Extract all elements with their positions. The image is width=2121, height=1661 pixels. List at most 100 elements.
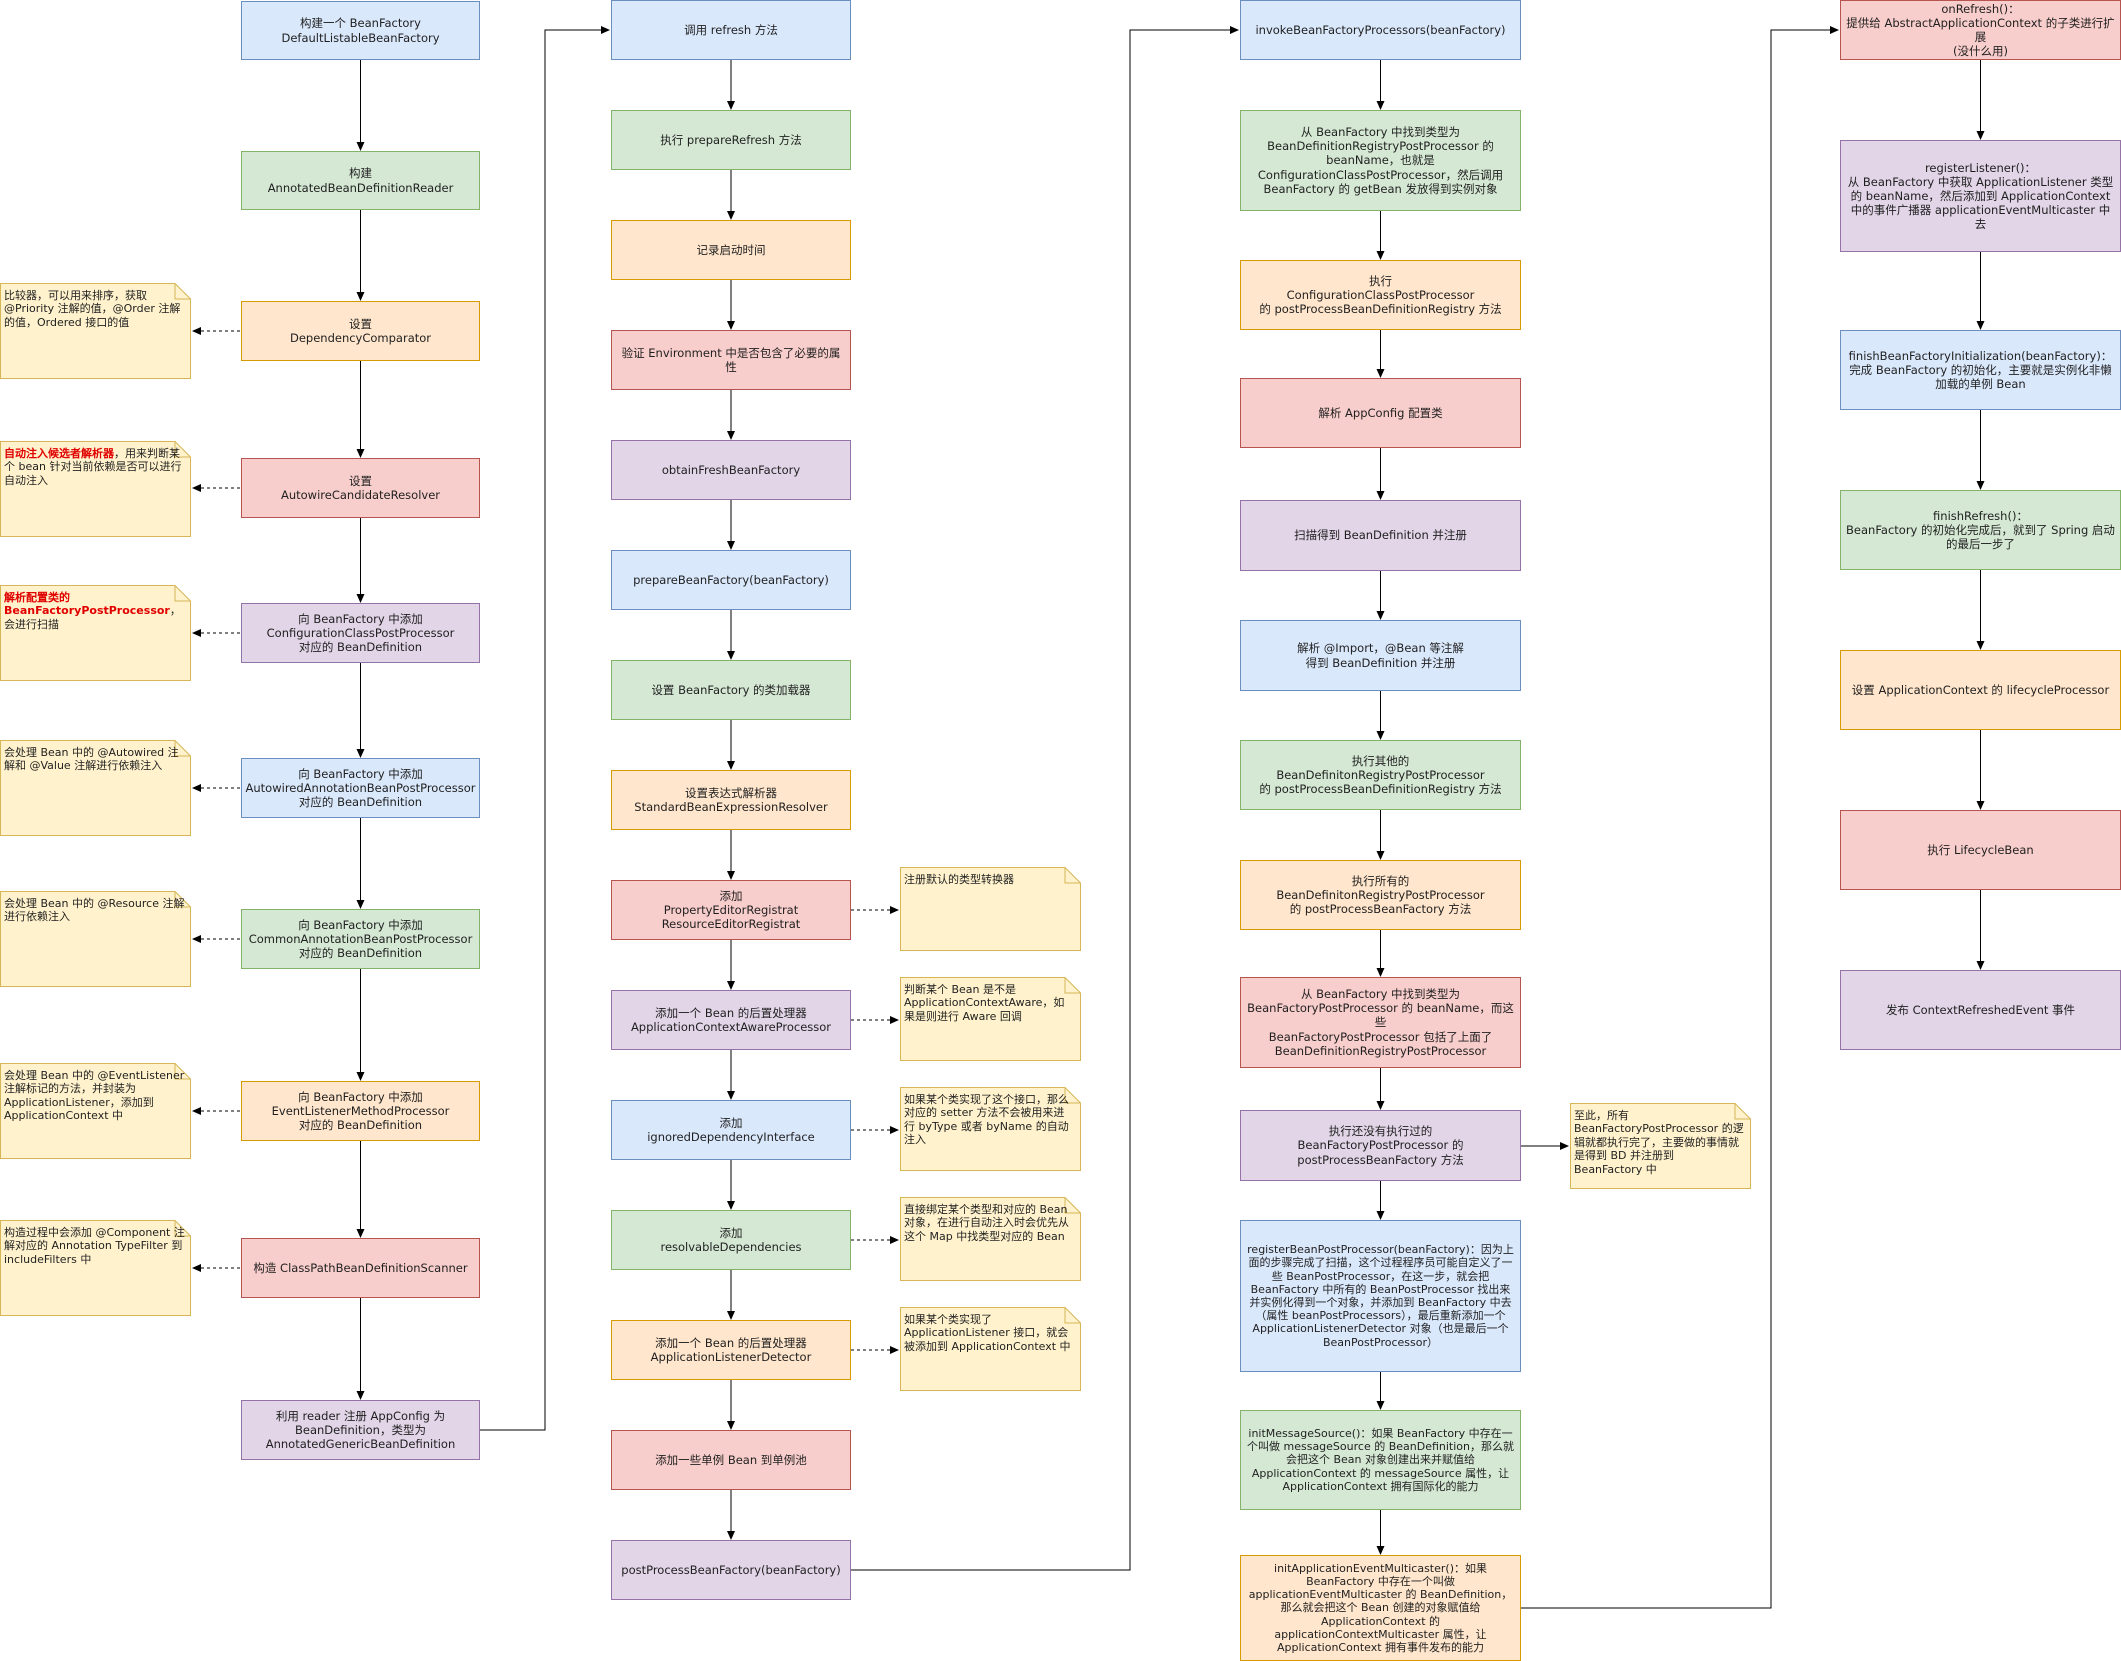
step4-2: registerListener()： 从 BeanFactory 中获取 Ap… <box>1840 140 2121 252</box>
note1-7-text: 构造过程中会添加 @Component 注解对应的 Annotation Typ… <box>4 1226 185 1266</box>
note2-2-shape <box>900 977 1081 1061</box>
step3-5-label: 扫描得到 BeanDefinition 并注册 <box>1294 528 1467 543</box>
note2-3-text: 如果某个类实现了这个接口，那么对应的 setter 方法不会被用来进行 byTy… <box>904 1093 1069 1147</box>
step2-11-label: 添加 ignoredDependencyInterface <box>647 1115 815 1144</box>
step3-9-label: 从 BeanFactory 中找到类型为 BeanFactoryPostProc… <box>1247 987 1514 1058</box>
step2-8: 设置表达式解析器 StandardBeanExpressionResolver <box>611 770 851 830</box>
step2-15-label: postProcessBeanFactory(beanFactory) <box>621 1562 841 1577</box>
step2-10: 添加一个 Bean 的后置处理器 ApplicationContextAware… <box>611 990 851 1050</box>
step2-11: 添加 ignoredDependencyInterface <box>611 1100 851 1160</box>
step3-5: 扫描得到 BeanDefinition 并注册 <box>1240 500 1521 571</box>
step4-7: 发布 ContextRefreshedEvent 事件 <box>1840 970 2121 1050</box>
note2-5-shape <box>900 1307 1081 1391</box>
step2-9-label: 添加 PropertyEditorRegistrat ResourceEdito… <box>661 888 801 931</box>
step2-1-label: 调用 refresh 方法 <box>684 22 778 37</box>
note1-7: 构造过程中会添加 @Component 注解对应的 Annotation Typ… <box>0 1220 189 1316</box>
step4-5-label: 设置 ApplicationContext 的 lifecycleProcess… <box>1851 682 2110 697</box>
note1-6-text: 会处理 Bean 中的 @EventListener 注解标记的方法，并封装为 … <box>4 1069 185 1123</box>
step2-13: 添加一个 Bean 的后置处理器 ApplicationListenerDete… <box>611 1320 851 1380</box>
note1-2-text: ，用来判断某个 bean 针对当前依赖是否可以进行自动注入 <box>4 447 182 487</box>
step2-5-label: obtainFreshBeanFactory <box>661 462 801 477</box>
connector-col1-to-col2 <box>480 26 610 1431</box>
step2-6: prepareBeanFactory(beanFactory) <box>611 550 851 610</box>
step3-8-label: 执行所有的 BeanDefinitonRegistryPostProcessor… <box>1276 873 1485 916</box>
connector-col2-to-col3 <box>851 26 1239 1571</box>
step3-10: 执行还没有执行过的 BeanFactoryPostProcessor 的 pos… <box>1240 1110 1521 1181</box>
step4-3-label: finishBeanFactoryInitialization(beanFact… <box>1848 348 2113 391</box>
step1-10-label: 利用 reader 注册 AppConfig 为 BeanDefinition，… <box>265 1408 456 1451</box>
step2-2: 执行 prepareRefresh 方法 <box>611 110 851 170</box>
step1-8-label: 向 BeanFactory 中添加 EventListenerMethodPro… <box>271 1089 450 1132</box>
step3-11: registerBeanPostProcessor(beanFactory)：因… <box>1240 1220 1521 1372</box>
step1-8: 向 BeanFactory 中添加 EventListenerMethodPro… <box>241 1081 480 1141</box>
note1-6-shape <box>0 1063 191 1159</box>
step1-5: 向 BeanFactory 中添加 ConfigurationClassPost… <box>241 603 480 663</box>
step2-5: obtainFreshBeanFactory <box>611 440 851 500</box>
step4-3: finishBeanFactoryInitialization(beanFact… <box>1840 330 2121 410</box>
note1-3-text: ，会进行扫描 <box>4 604 181 631</box>
step3-4-label: 解析 AppConfig 配置类 <box>1318 405 1443 420</box>
step4-4: finishRefresh()： BeanFactory 的初始化完成后，就到了… <box>1840 490 2121 570</box>
note3-text: 至此，所有 BeanFactoryPostProcessor 的逻辑就都执行完了… <box>1574 1109 1744 1176</box>
step1-6-label: 向 BeanFactory 中添加 AutowiredAnnotationBea… <box>245 766 476 809</box>
note2-2-text: 判断某个 Bean 是不是 ApplicationContextAware，如果… <box>904 983 1065 1023</box>
note1-3-highlight: 解析配置类的 BeanFactoryPostProcessor <box>4 591 170 618</box>
step3-1: invokeBeanFactoryProcessors(beanFactory) <box>1240 0 1521 60</box>
note2-3: 如果某个类实现了这个接口，那么对应的 setter 方法不会被用来进行 byTy… <box>900 1087 1079 1171</box>
step4-2-label: registerListener()： 从 BeanFactory 中获取 Ap… <box>1847 160 2114 232</box>
note1-4-text: 会处理 Bean 中的 @Autowired 注解和 @Value 注解进行依赖… <box>4 746 179 773</box>
step3-2-label: 从 BeanFactory 中找到类型为 BeanDefinitionRegis… <box>1257 125 1504 196</box>
note2-5-text: 如果某个类实现了 ApplicationListener 接口，就会被添加到 A… <box>904 1313 1071 1353</box>
note2-2: 判断某个 Bean 是不是 ApplicationContextAware，如果… <box>900 977 1079 1061</box>
step2-7: 设置 BeanFactory 的类加载器 <box>611 660 851 720</box>
step3-2: 从 BeanFactory 中找到类型为 BeanDefinitionRegis… <box>1240 110 1521 211</box>
note2-4-text: 直接绑定某个类型和对应的 Bean 对象，在进行自动注入时会优先从这个 Map … <box>904 1203 1069 1243</box>
step2-9: 添加 PropertyEditorRegistrat ResourceEdito… <box>611 880 851 940</box>
step1-3-label: 设置 DependencyComparator <box>289 316 432 345</box>
step2-1: 调用 refresh 方法 <box>611 0 851 60</box>
note2-1-shape <box>900 867 1081 951</box>
note2-4-shape <box>900 1197 1081 1281</box>
step3-12: initMessageSource()：如果 BeanFactory 中存在一个… <box>1240 1410 1521 1510</box>
step3-9: 从 BeanFactory 中找到类型为 BeanFactoryPostProc… <box>1240 977 1521 1068</box>
note3: 至此，所有 BeanFactoryPostProcessor 的逻辑就都执行完了… <box>1570 1103 1749 1189</box>
note1-2: 自动注入候选者解析器，用来判断某个 bean 针对当前依赖是否可以进行自动注入 <box>0 441 189 537</box>
step4-5: 设置 ApplicationContext 的 lifecycleProcess… <box>1840 650 2121 730</box>
step4-7-label: 发布 ContextRefreshedEvent 事件 <box>1885 1002 2076 1017</box>
note1-4: 会处理 Bean 中的 @Autowired 注解和 @Value 注解进行依赖… <box>0 740 189 836</box>
note1-7-shape <box>0 1220 191 1316</box>
step3-6-label: 解析 @Import，@Bean 等注解 得到 BeanDefinition 并… <box>1297 641 1464 670</box>
step1-1-label: 构建一个 BeanFactory DefaultListableBeanFact… <box>281 16 440 45</box>
note1-5: 会处理 Bean 中的 @Resource 注解进行依赖注入 <box>0 891 189 987</box>
step4-1: onRefresh()： 提供给 AbstractApplicationCont… <box>1840 0 2121 60</box>
connector-col3-to-col4 <box>1521 26 1839 1609</box>
step3-12-label: initMessageSource()：如果 BeanFactory 中存在一个… <box>1247 1427 1514 1493</box>
step1-9-label: 构造 ClassPathBeanDefinitionScanner <box>253 1260 468 1275</box>
step1-7: 向 BeanFactory 中添加 CommonAnnotationBeanPo… <box>241 909 480 969</box>
step2-12: 添加 resolvableDependencies <box>611 1210 851 1270</box>
step3-13: initApplicationEventMulticaster()：如果 Bea… <box>1240 1555 1521 1661</box>
step4-6-label: 执行 LifecycleBean <box>1927 842 2034 857</box>
step3-4: 解析 AppConfig 配置类 <box>1240 378 1521 448</box>
step1-4-label: 设置 AutowireCandidateResolver <box>280 473 441 502</box>
step3-1-label: invokeBeanFactoryProcessors(beanFactory) <box>1255 22 1506 37</box>
note3-shape <box>1570 1103 1751 1189</box>
step1-4: 设置 AutowireCandidateResolver <box>241 458 480 518</box>
step1-9: 构造 ClassPathBeanDefinitionScanner <box>241 1238 480 1298</box>
step2-12-label: 添加 resolvableDependencies <box>660 1225 802 1254</box>
step2-7-label: 设置 BeanFactory 的类加载器 <box>651 682 811 697</box>
step2-3-label: 记录启动时间 <box>696 242 766 257</box>
step3-10-label: 执行还没有执行过的 BeanFactoryPostProcessor 的 pos… <box>1297 1124 1464 1167</box>
step3-11-label: registerBeanPostProcessor(beanFactory)：因… <box>1247 1243 1514 1349</box>
note1-1-shape <box>0 283 191 379</box>
note1-5-text: 会处理 Bean 中的 @Resource 注解进行依赖注入 <box>4 897 185 924</box>
step2-4-label: 验证 Environment 中是否包含了必要的属性 <box>621 345 841 374</box>
step2-4: 验证 Environment 中是否包含了必要的属性 <box>611 330 851 390</box>
step2-13-label: 添加一个 Bean 的后置处理器 ApplicationListenerDete… <box>650 1335 812 1364</box>
step3-7: 执行其他的 BeanDefinitonRegistryPostProcessor… <box>1240 740 1521 810</box>
step2-8-label: 设置表达式解析器 StandardBeanExpressionResolver <box>634 785 828 814</box>
note2-1-text: 注册默认的类型转换器 <box>904 873 1014 886</box>
step2-6-label: prepareBeanFactory(beanFactory) <box>633 572 829 587</box>
step3-3-label: 执行 ConfigurationClassPostProcessor 的 pos… <box>1259 273 1502 316</box>
